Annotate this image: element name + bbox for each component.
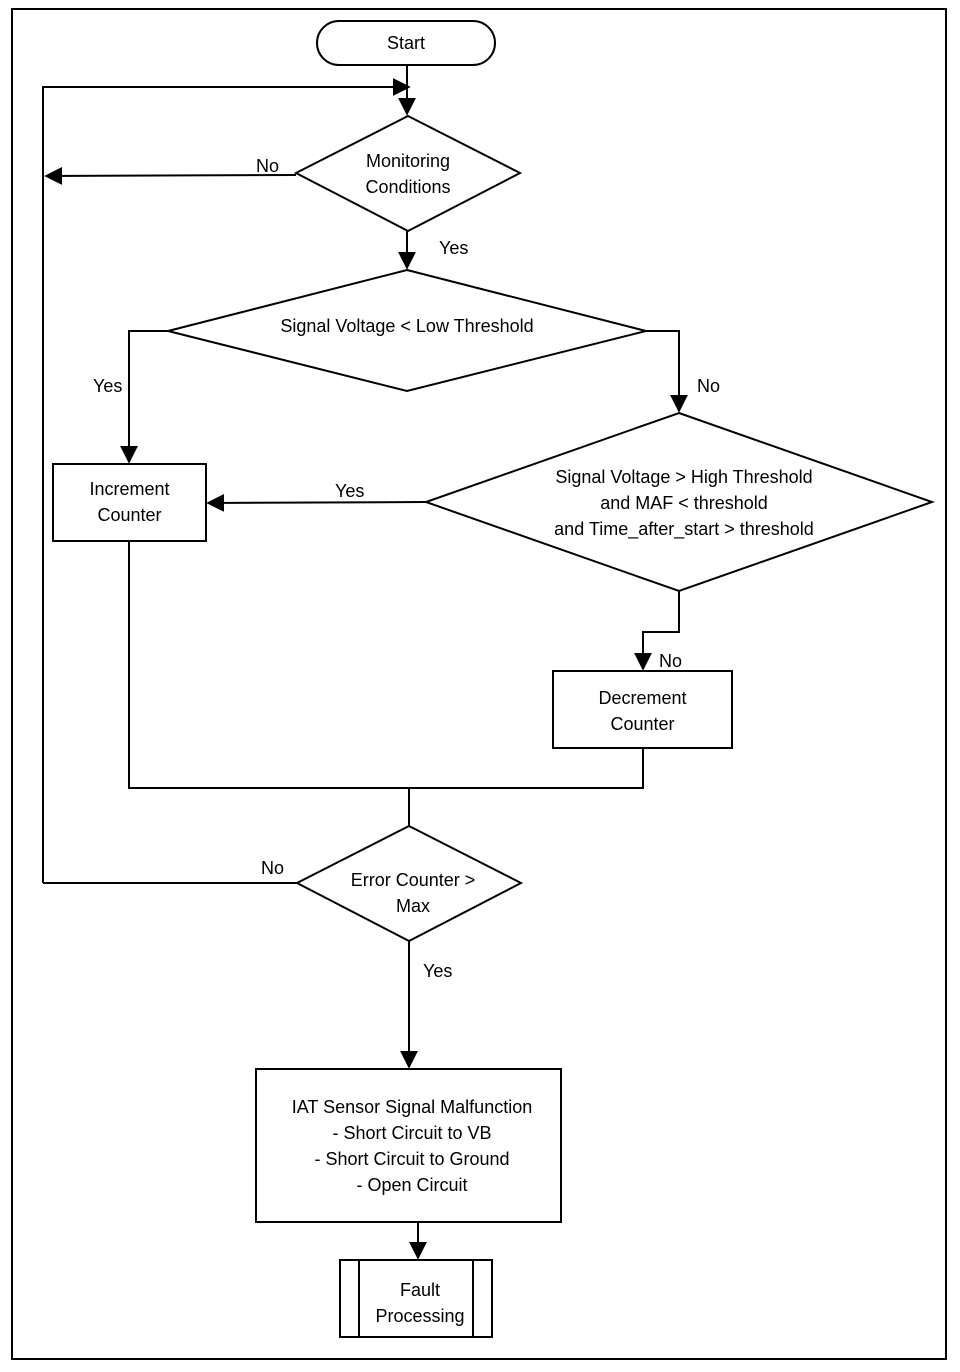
- high-threshold-line-2: and MAF < threshold: [600, 493, 768, 513]
- edge-high-no: [634, 591, 680, 671]
- decrement-line-1: Decrement: [598, 688, 687, 708]
- high-yes-label: Yes: [335, 481, 365, 501]
- high-no-label: No: [659, 651, 683, 671]
- monitoring-yes-label: Yes: [439, 238, 469, 258]
- high-threshold-label: Signal Voltage > High Threshold and MAF …: [484, 464, 884, 542]
- increment-counter-box: [52, 463, 207, 542]
- decrement-line-2: Counter: [610, 714, 675, 734]
- edge-monitoring-no: [44, 166, 297, 185]
- low-yes-label: Yes: [93, 376, 123, 396]
- increment-line-2: Counter: [97, 505, 162, 525]
- malfunction-label: IAT Sensor Signal Malfunction - Short Ci…: [256, 1094, 568, 1198]
- error-line-2: Max: [395, 896, 430, 916]
- low-no-label: No: [697, 376, 721, 396]
- fault-line-1: Fault: [399, 1280, 441, 1300]
- error-counter-label: Error Counter > Max: [313, 867, 513, 919]
- decrement-counter-box: [552, 670, 733, 749]
- low-threshold-label: Signal Voltage < Low Threshold: [280, 316, 534, 336]
- monitoring-label: Monitoring Conditions: [318, 148, 498, 200]
- increment-line-1: Increment: [89, 479, 170, 499]
- edge-low-no: [646, 330, 688, 413]
- edge-high-yes: [206, 493, 427, 512]
- decrement-counter-label: Decrement Counter: [553, 685, 732, 737]
- start-label: Start: [386, 33, 425, 53]
- monitoring-label-line-1: Monitoring: [365, 151, 451, 171]
- malfunction-line-2: - Short Circuit to VB: [332, 1123, 492, 1143]
- fault-processing-label: Fault Processing: [340, 1277, 500, 1329]
- error-yes-label: Yes: [423, 961, 453, 981]
- increment-counter-label: Increment Counter: [53, 476, 206, 528]
- high-threshold-line-1: Signal Voltage > High Threshold: [555, 467, 813, 487]
- malfunction-line-3: - Short Circuit to Ground: [314, 1149, 510, 1169]
- monitoring-no-label: No: [256, 156, 280, 176]
- low-threshold-decision: [167, 268, 647, 393]
- edge-low-yes: [120, 330, 168, 464]
- monitoring-label-line-2: Conditions: [365, 177, 451, 197]
- edge-merge: [128, 541, 644, 789]
- error-no-label: No: [261, 858, 285, 878]
- malfunction-line-1: IAT Sensor Signal Malfunction: [291, 1097, 533, 1117]
- error-line-1: Error Counter >: [350, 870, 476, 890]
- fault-line-2: Processing: [375, 1306, 465, 1326]
- high-threshold-line-3: and Time_after_start > threshold: [554, 519, 814, 539]
- diagram-border: [11, 8, 947, 1360]
- malfunction-box: [255, 1068, 562, 1223]
- fault-processing-box: [339, 1259, 493, 1338]
- malfunction-line-4: - Open Circuit: [356, 1175, 468, 1195]
- edge-loop-return: [42, 78, 411, 883]
